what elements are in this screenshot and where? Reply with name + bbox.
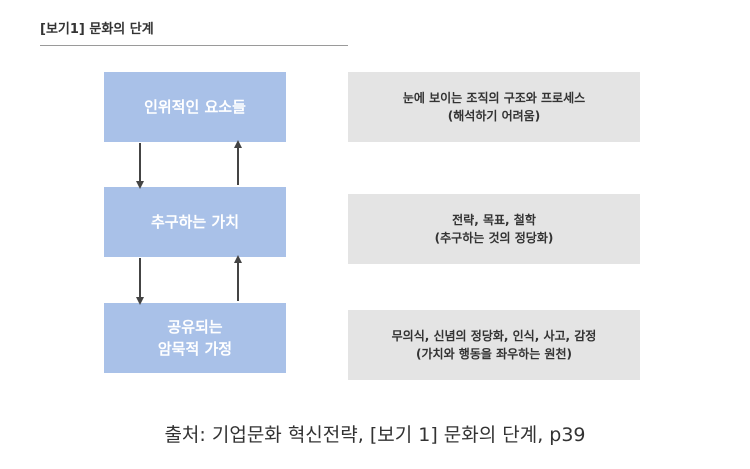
desc-box-espoused-values: 전략, 목표, 철학 (추구하는 것의 정당화) bbox=[348, 194, 640, 264]
desc-box-artifacts: 눈에 보이는 조직의 구조와 프로세스 (해석하기 어려움) bbox=[348, 72, 640, 142]
desc-line: 무의식, 신념의 정당화, 인식, 사고, 감정 bbox=[391, 329, 597, 343]
level-title-line: 추구하는 가치 bbox=[150, 213, 240, 231]
diagram-title: [보기1] 문화의 단계 bbox=[40, 22, 154, 37]
level-title-line: 공유되는 bbox=[167, 318, 223, 336]
level-box-basic-assumptions: 공유되는 암묵적 가정 bbox=[104, 303, 286, 373]
level-title-line: 인위적인 요소들 bbox=[144, 98, 246, 116]
title-underline bbox=[40, 45, 348, 46]
desc-line: (해석하기 어려움) bbox=[447, 109, 541, 123]
source-caption: 출처: 기업문화 혁신전략, [보기 1] 문화의 단계, p39 bbox=[164, 424, 586, 446]
desc-line: (가치와 행동을 좌우하는 원천) bbox=[416, 347, 572, 361]
desc-line: 눈에 보이는 조직의 구조와 프로세스 bbox=[402, 91, 586, 105]
desc-line: 전략, 목표, 철학 bbox=[452, 213, 536, 227]
desc-line: (추구하는 것의 정당화) bbox=[434, 231, 554, 245]
level-title-line: 암묵적 가정 bbox=[157, 340, 233, 358]
level-box-artifacts: 인위적인 요소들 bbox=[104, 72, 286, 142]
level-box-espoused-values: 추구하는 가치 bbox=[104, 187, 286, 257]
desc-box-basic-assumptions: 무의식, 신념의 정당화, 인식, 사고, 감정 (가치와 행동을 좌우하는 원… bbox=[348, 310, 640, 380]
